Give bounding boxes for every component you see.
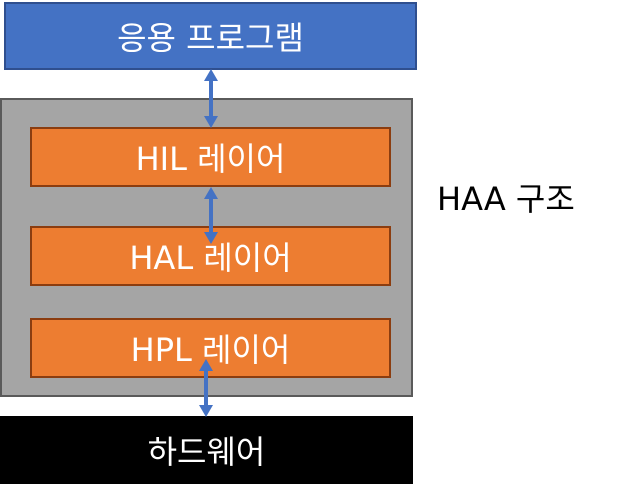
application-box: 응용 프로그램 — [4, 2, 417, 70]
hpl-layer-box: HPL 레이어 — [30, 318, 391, 378]
hil-layer-label: HIL 레이어 — [135, 140, 286, 178]
hil-layer-box: HIL 레이어 — [30, 127, 391, 187]
hardware-label: 하드웨어 — [147, 433, 266, 471]
hal-layer-label: HAL 레이어 — [129, 239, 292, 277]
application-label: 응용 프로그램 — [117, 19, 304, 57]
hardware-box: 하드웨어 — [0, 416, 413, 484]
hal-layer-box: HAL 레이어 — [30, 226, 391, 286]
hpl-layer-label: HPL 레이어 — [130, 331, 291, 369]
haa-structure-title: HAA 구조 — [437, 180, 575, 218]
